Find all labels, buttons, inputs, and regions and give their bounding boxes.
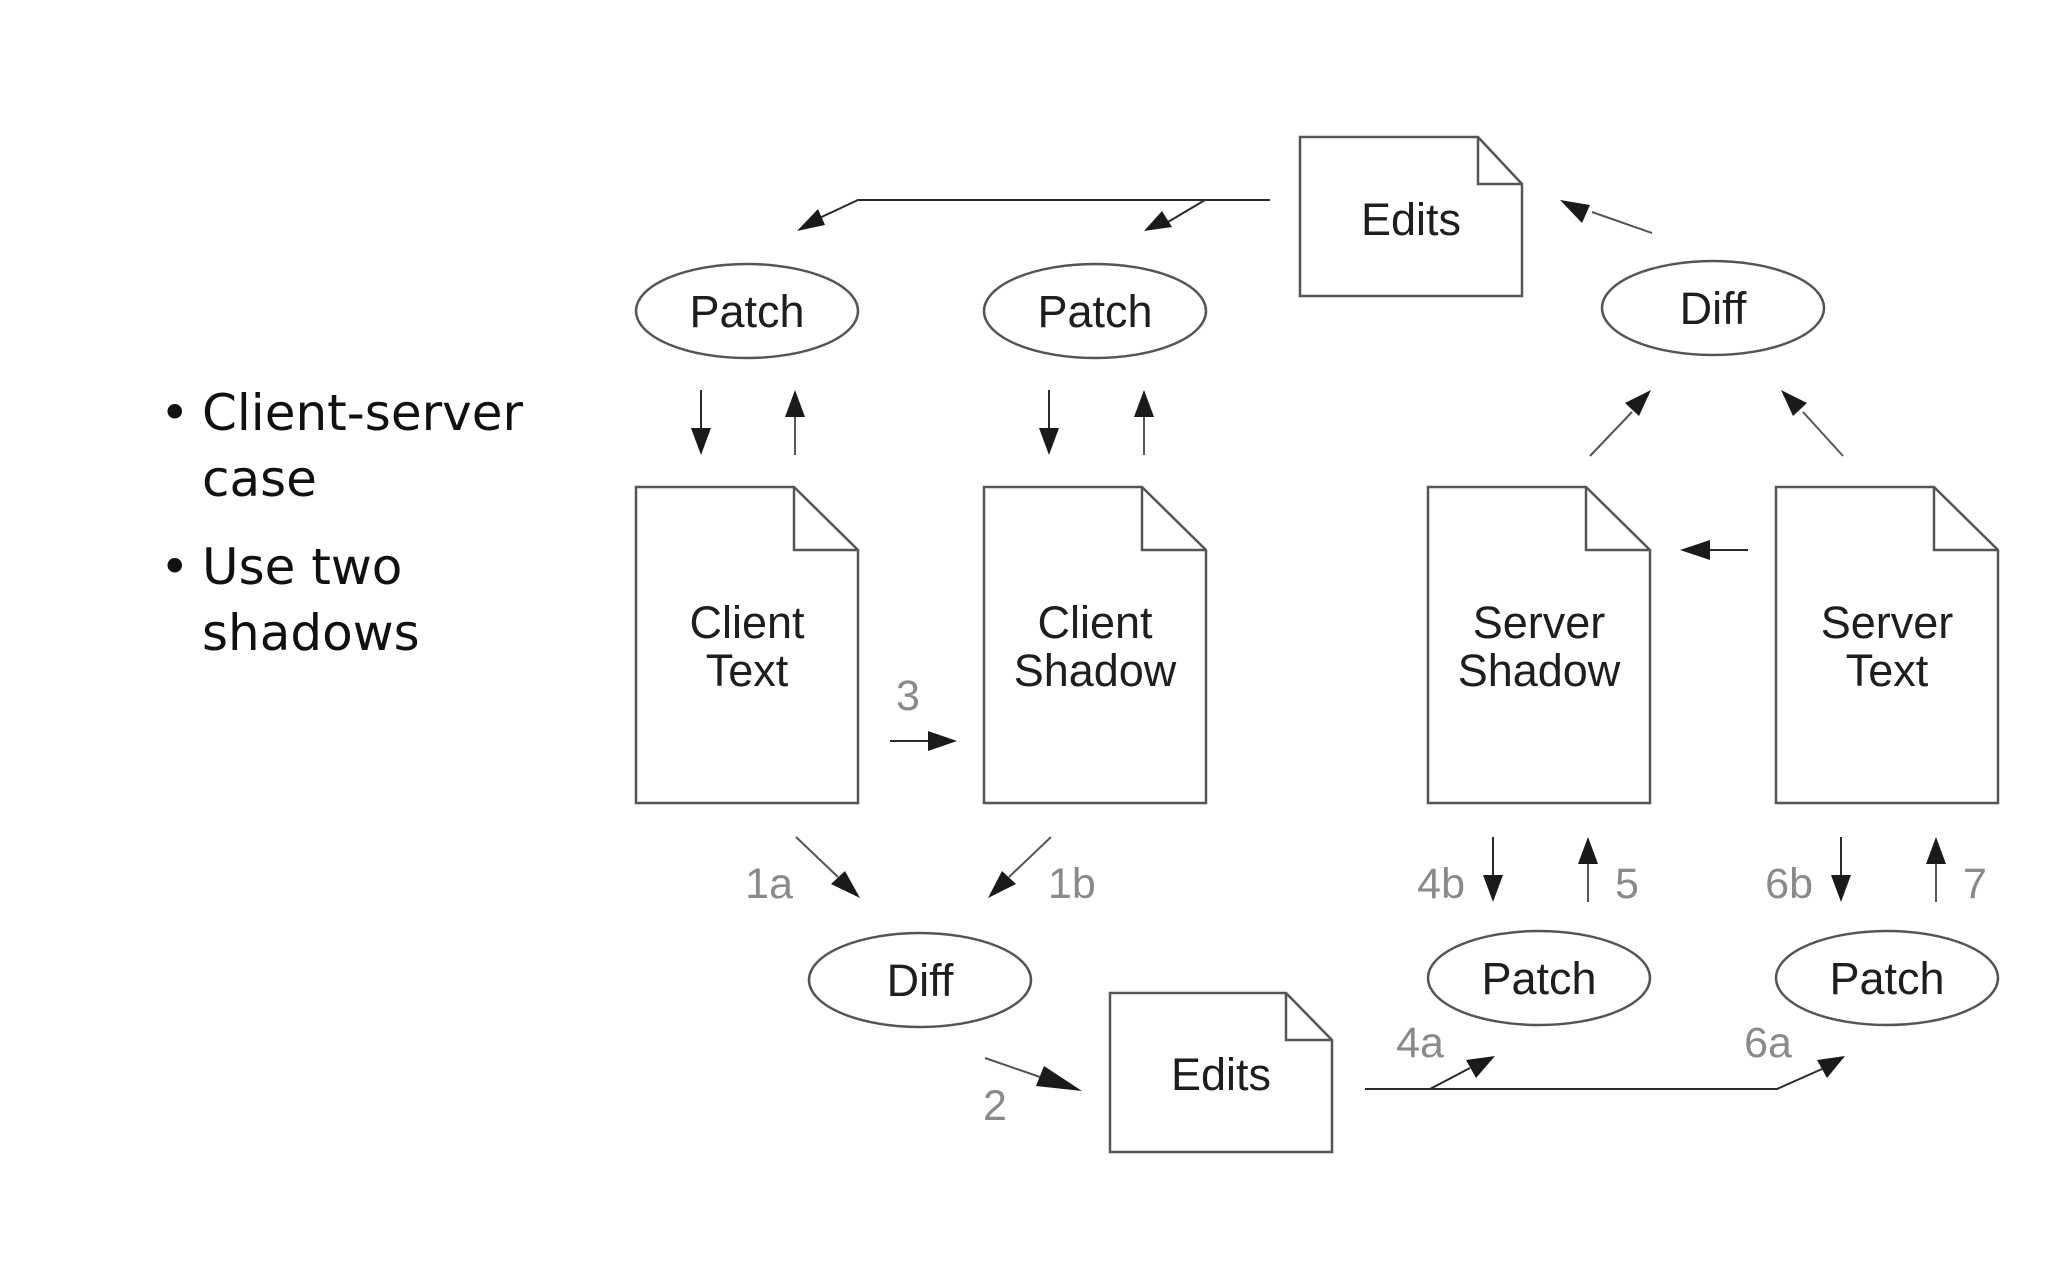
step-1a-line bbox=[795, 836, 839, 878]
server-shadow-label-line1: Server bbox=[1473, 597, 1606, 648]
step-4a-label: 4a bbox=[1396, 1019, 1444, 1067]
step-1b-line bbox=[1008, 836, 1052, 878]
step-2-label: 2 bbox=[983, 1082, 1007, 1130]
client-text-document: Client Text bbox=[634, 485, 860, 805]
client-text-label-line1: Client bbox=[689, 597, 805, 648]
step-2-line bbox=[984, 1057, 1041, 1078]
server-shadow-document: Server Shadow bbox=[1426, 485, 1652, 805]
patch-client-text-label: Patch bbox=[689, 286, 804, 337]
bullet-list: •Client-server case •Use two shadows bbox=[160, 380, 600, 688]
step-6b-label: 6b bbox=[1765, 860, 1813, 908]
step-1b-label: 1b bbox=[1048, 860, 1096, 908]
server-text-label-line2: Text bbox=[1846, 645, 1929, 696]
top-edits-branch bbox=[1167, 199, 1206, 223]
arrowheads bbox=[691, 200, 1946, 1091]
arrowhead bbox=[928, 731, 957, 751]
arrowhead bbox=[797, 209, 825, 231]
patch-client-text-node: Patch bbox=[634, 262, 860, 360]
arrowhead bbox=[1831, 875, 1851, 902]
edits-bottom-label: Edits bbox=[1171, 1049, 1271, 1100]
arrowhead bbox=[785, 390, 805, 417]
arrowhead bbox=[1466, 1056, 1495, 1078]
patch-server-shadow-node: Patch bbox=[1426, 929, 1652, 1027]
step-4b-label: 4b bbox=[1417, 860, 1465, 908]
diff-server-node: Diff bbox=[1600, 259, 1826, 357]
client-shadow-label-line2: Shadow bbox=[1014, 645, 1177, 696]
arrowhead bbox=[1625, 390, 1651, 416]
server-shadow-to-diff-line bbox=[1589, 411, 1633, 457]
diff-server-label: Diff bbox=[1680, 283, 1747, 334]
step-1a-label: 1a bbox=[745, 860, 793, 908]
arrowhead bbox=[1036, 1066, 1082, 1091]
top-edits-connector bbox=[812, 199, 1270, 222]
diff-to-edits-line bbox=[1591, 211, 1653, 234]
server-text-label-line1: Server bbox=[1821, 597, 1954, 648]
step-3-label: 3 bbox=[896, 672, 920, 720]
edits-top-label: Edits bbox=[1361, 194, 1461, 245]
step-6a-label: 6a bbox=[1744, 1019, 1792, 1067]
bullet-dot: • bbox=[160, 538, 190, 596]
patch-client-shadow-node: Patch bbox=[982, 262, 1208, 360]
bullet-text: Client-server case bbox=[202, 384, 524, 508]
arrowhead bbox=[1578, 837, 1598, 864]
bullet-dot: • bbox=[160, 384, 190, 442]
bottom-edits-connector bbox=[1365, 1068, 1823, 1090]
bullet-item: •Use two shadows bbox=[160, 534, 600, 666]
client-shadow-document: Client Shadow bbox=[982, 485, 1208, 805]
client-shadow-label-line1: Client bbox=[1037, 597, 1153, 648]
patch-client-shadow-label: Patch bbox=[1037, 286, 1152, 337]
server-text-to-diff-line bbox=[1802, 411, 1844, 457]
arrowhead bbox=[988, 871, 1016, 898]
step-5-label: 5 bbox=[1615, 860, 1639, 908]
bullet-text: Use two shadows bbox=[202, 538, 420, 662]
arrowhead bbox=[1144, 211, 1172, 231]
arrowhead bbox=[1926, 837, 1946, 864]
diff-client-node: Diff bbox=[807, 931, 1033, 1029]
server-shadow-label-line2: Shadow bbox=[1458, 645, 1621, 696]
arrowhead bbox=[1781, 390, 1807, 416]
arrowhead bbox=[1680, 540, 1710, 560]
step-7-label: 7 bbox=[1963, 860, 1987, 908]
patch-server-shadow-label: Patch bbox=[1481, 953, 1596, 1004]
arrowhead bbox=[691, 428, 711, 455]
edits-bottom-document: Edits bbox=[1108, 991, 1334, 1154]
server-text-document: Server Text bbox=[1774, 485, 2000, 805]
bullet-item: •Client-server case bbox=[160, 380, 600, 512]
arrowhead bbox=[831, 871, 860, 898]
patch-server-text-label: Patch bbox=[1829, 953, 1944, 1004]
arrowhead bbox=[1039, 428, 1059, 455]
edits-top-document: Edits bbox=[1298, 135, 1524, 298]
arrowhead bbox=[1483, 875, 1503, 902]
diff-client-label: Diff bbox=[887, 955, 954, 1006]
client-text-label-line2: Text bbox=[706, 645, 789, 696]
arrowhead bbox=[1134, 390, 1154, 417]
bottom-edits-branch bbox=[1429, 1067, 1471, 1090]
patch-server-text-node: Patch bbox=[1774, 929, 2000, 1027]
arrowhead bbox=[1560, 200, 1590, 223]
arrowhead bbox=[1817, 1056, 1845, 1078]
